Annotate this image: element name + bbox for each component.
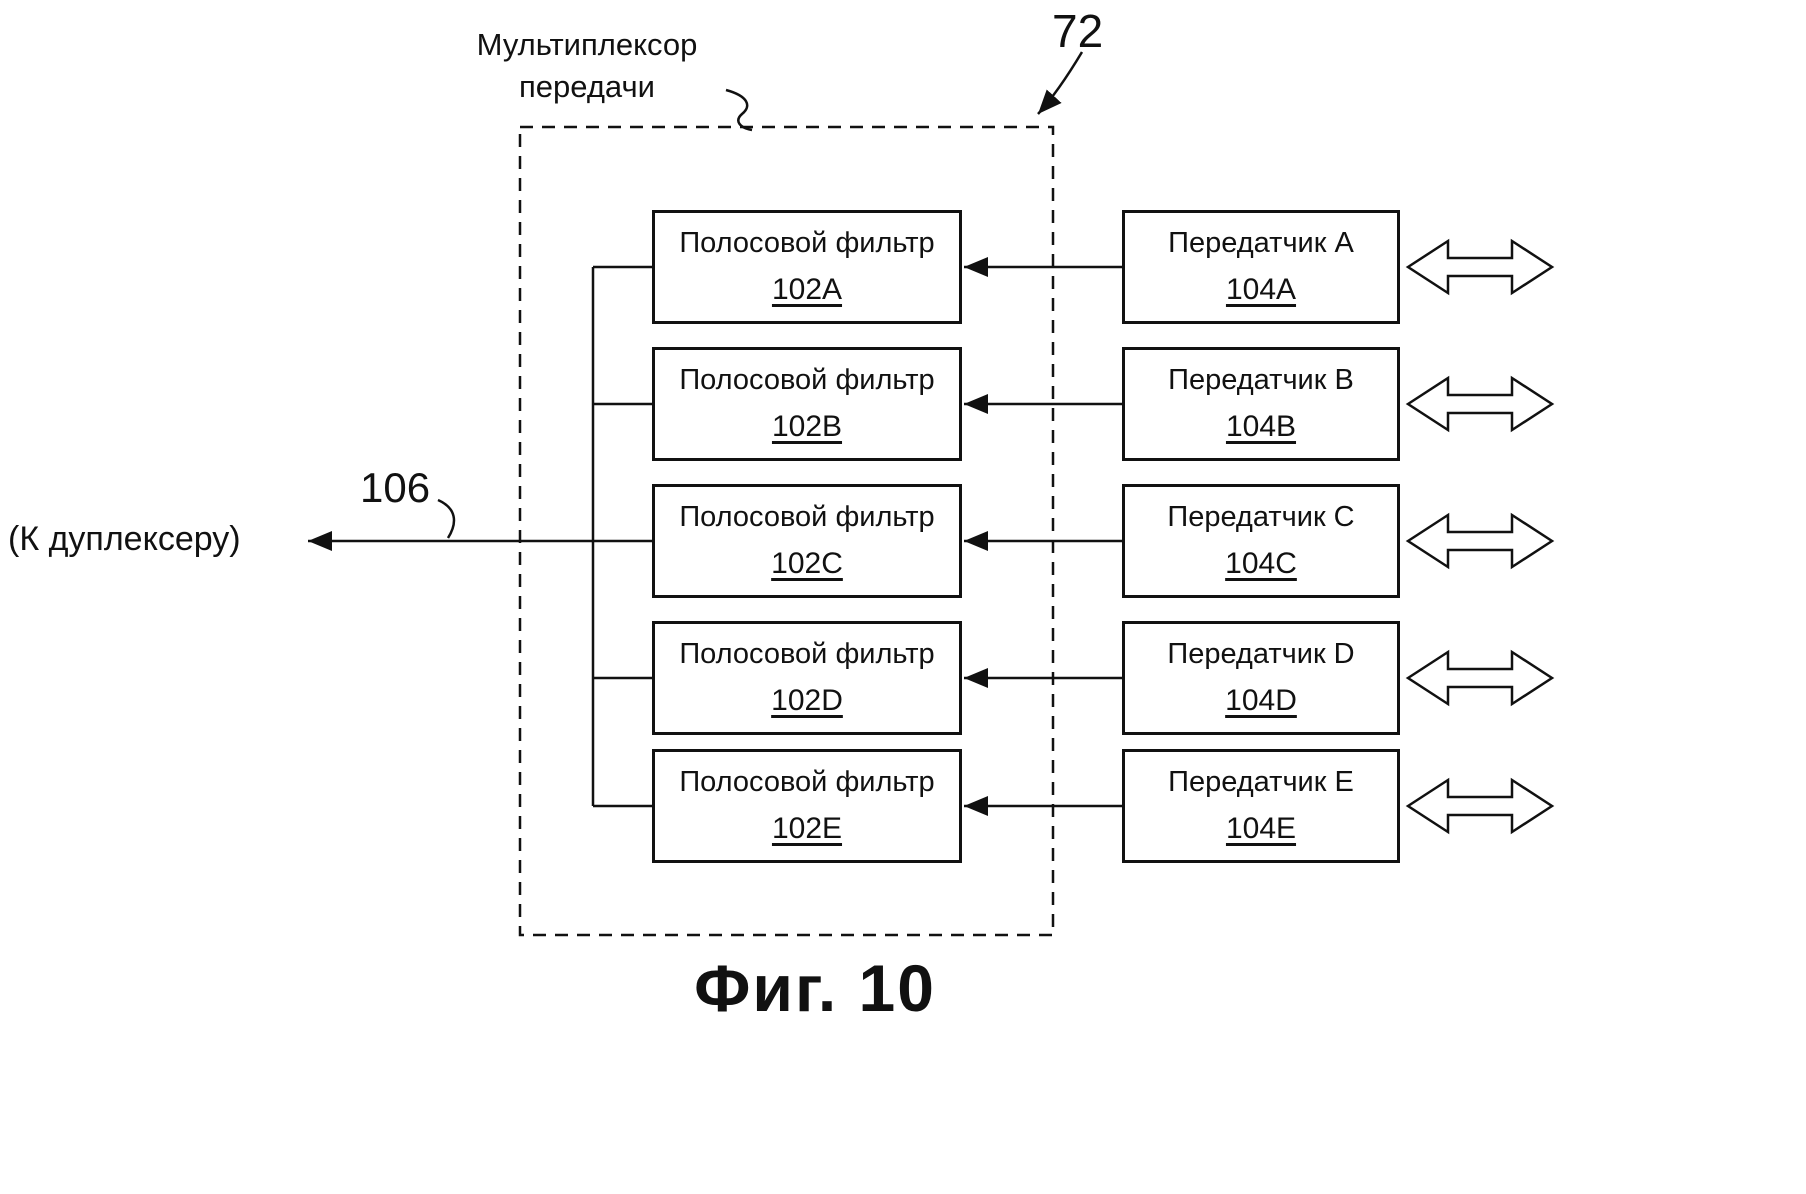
transmitter-box-e: Передатчик E 104E: [1122, 749, 1400, 863]
multiplexer-title-line1: Мультиплексор: [476, 27, 698, 62]
bandpass-filter-box-a: Полосовой фильтр 102A: [652, 210, 962, 324]
transmitter-label: Передатчик C: [1167, 500, 1355, 533]
bandpass-filter-label: Полосовой фильтр: [679, 500, 935, 533]
bandpass-filter-ref: 102A: [771, 273, 843, 307]
bidirectional-arrow-icon: [1405, 777, 1555, 835]
transmitter-ref: 104B: [1225, 410, 1297, 444]
transmitter-ref: 104D: [1225, 684, 1297, 718]
transmitter-label: Передатчик E: [1168, 765, 1354, 798]
transmitter-box-c: Передатчик C 104C: [1122, 484, 1400, 598]
to-duplexer-label: (К дуплексеру): [8, 520, 241, 558]
multiplexer-title: Мультиплексор передачи: [437, 24, 737, 108]
transmitter-ref: 104E: [1225, 812, 1297, 846]
bidirectional-arrow-icon: [1405, 238, 1555, 296]
title-leader-line: [725, 88, 753, 132]
bidirectional-arrow-icon: [1405, 375, 1555, 433]
transmitter-label: Передатчик A: [1168, 226, 1354, 259]
transmitter-label: Передатчик D: [1167, 637, 1355, 670]
multiplexer-boundary: [518, 125, 1055, 937]
transmitter-box-d: Передатчик D 104D: [1122, 621, 1400, 735]
bandpass-filter-box-d: Полосовой фильтр 102D: [652, 621, 962, 735]
bandpass-filter-label: Полосовой фильтр: [679, 765, 935, 798]
transmitter-ref: 104A: [1225, 273, 1297, 307]
bandpass-filter-box-e: Полосовой фильтр 102E: [652, 749, 962, 863]
bandpass-filter-ref: 102C: [771, 547, 843, 581]
transmitter-box-b: Передатчик B 104B: [1122, 347, 1400, 461]
bandpass-filter-ref: 102B: [771, 410, 843, 444]
bandpass-filter-box-b: Полосовой фильтр 102B: [652, 347, 962, 461]
transmitter-label: Передатчик B: [1168, 363, 1354, 396]
bidirectional-arrow-icon: [1405, 512, 1555, 570]
bandpass-filter-label: Полосовой фильтр: [679, 363, 935, 396]
ref-72-arrow: [1037, 51, 1084, 115]
multiplexer-title-line2: передачи: [519, 69, 655, 104]
ref-72-label: 72: [1052, 5, 1104, 57]
transmitter-box-a: Передатчик A 104A: [1122, 210, 1400, 324]
bidirectional-arrow-icon: [1405, 649, 1555, 707]
bandpass-filter-label: Полосовой фильтр: [679, 637, 935, 670]
bandpass-filter-label: Полосовой фильтр: [679, 226, 935, 259]
bandpass-filter-ref: 102E: [771, 812, 843, 846]
bandpass-filter-ref: 102D: [771, 684, 843, 718]
transmitter-ref: 104C: [1225, 547, 1297, 581]
bandpass-filter-box-c: Полосовой фильтр 102C: [652, 484, 962, 598]
ref-106-label: 106: [360, 464, 431, 511]
figure-caption: Фиг. 10: [694, 951, 936, 1025]
ref-106-leader-line: [437, 498, 456, 539]
